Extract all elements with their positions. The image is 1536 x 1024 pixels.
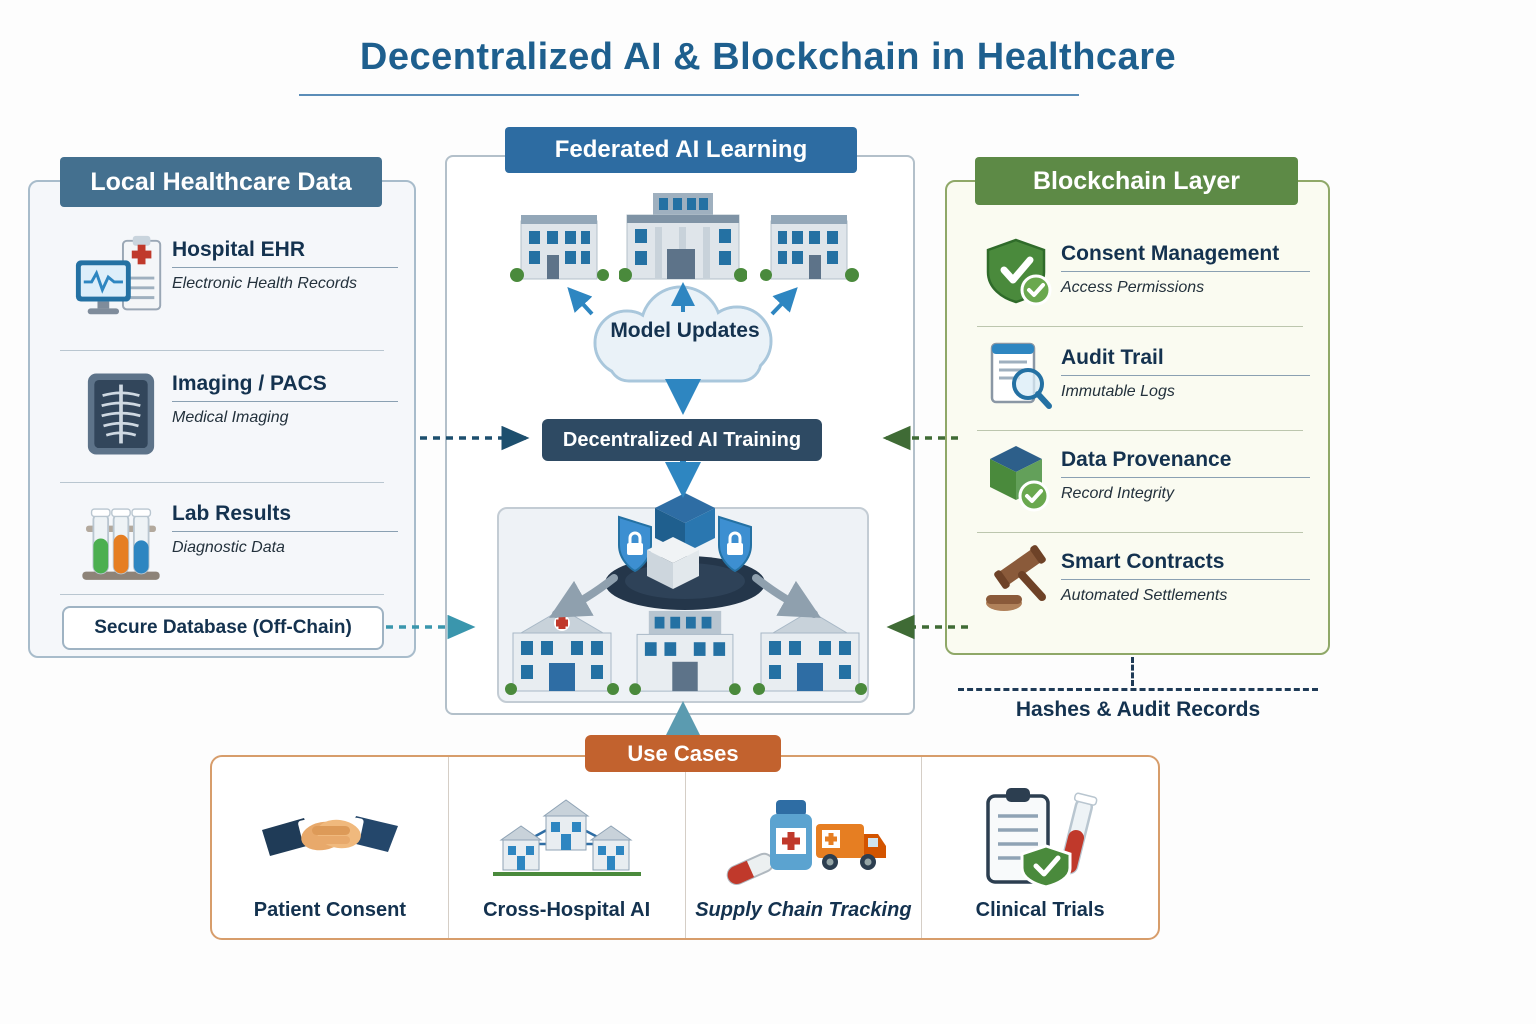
use-case-supply-chain: Supply Chain Tracking [686, 757, 923, 938]
shield-check-icon [977, 234, 1061, 312]
item-subtitle: Record Integrity [1061, 485, 1174, 502]
item-subtitle: Diagnostic Data [172, 539, 285, 556]
hospital-building-icon [753, 610, 867, 695]
local-data-header: Local Healthcare Data [60, 157, 382, 207]
use-case-patient-consent: Patient Consent [212, 757, 449, 938]
shield-lock-icon [618, 515, 652, 573]
item-subtitle: Electronic Health Records [172, 275, 357, 292]
list-item-lab-results: Lab Results Diagnostic Data [70, 494, 398, 594]
item-title: Smart Contracts [1061, 550, 1310, 580]
decentralized-training-banner: Decentralized AI Training [542, 419, 822, 461]
list-item-audit-trail: Audit Trail Immutable Logs [977, 338, 1310, 416]
handshake-icon [260, 783, 400, 893]
item-subtitle: Automated Settlements [1061, 587, 1228, 604]
item-subtitle: Medical Imaging [172, 409, 289, 426]
use-case-label: Clinical Trials [975, 899, 1105, 921]
provenance-cube-icon [977, 440, 1061, 518]
divider [977, 430, 1303, 431]
item-subtitle: Access Permissions [1061, 279, 1205, 296]
list-item-imaging-pacs: Imaging / PACS Medical Imaging [70, 364, 398, 464]
model-updates-cloud: Model Updates [565, 285, 805, 389]
hospital-building-icon [619, 193, 747, 282]
use-case-label: Supply Chain Tracking [695, 899, 912, 921]
blockchain-blocks-icon [605, 493, 765, 610]
hospital-building-icon [505, 608, 619, 695]
xray-imaging-icon [70, 364, 172, 464]
item-title: Hospital EHR [172, 238, 398, 268]
item-title: Consent Management [1061, 242, 1310, 272]
title-underline [299, 94, 1079, 96]
local-data-panel: Hospital EHR Electronic Health Records [28, 180, 416, 658]
hash-connector-hline [958, 688, 1318, 691]
use-case-clinical-trials: Clinical Trials [922, 757, 1158, 938]
use-case-label: Cross-Hospital AI [483, 899, 651, 921]
item-title: Lab Results [172, 502, 398, 532]
divider [977, 326, 1303, 327]
secure-database-label: Secure Database (Off-Chain) [62, 606, 384, 650]
divider [60, 350, 384, 351]
ehr-monitor-icon [70, 230, 172, 330]
hospital-building-icon [629, 610, 741, 696]
item-title: Data Provenance [1061, 448, 1310, 478]
item-title: Audit Trail [1061, 346, 1310, 376]
page-title: Decentralized AI & Blockchain in Healthc… [359, 36, 1177, 78]
list-item-smart-contracts: Smart Contracts Automated Settlements [977, 542, 1310, 620]
list-item-data-provenance: Data Provenance Record Integrity [977, 440, 1310, 518]
divider [60, 482, 384, 483]
white-cube-icon [647, 537, 699, 589]
hash-connector-vline [1131, 657, 1134, 686]
use-case-cross-hospital-ai: Cross-Hospital AI [449, 757, 686, 938]
hospital-building-icon [760, 215, 859, 282]
clinical-trials-icon [970, 783, 1110, 893]
lab-test-tubes-icon [70, 494, 172, 594]
blockchain-layer-panel: Consent Management Access Permissions Au… [945, 180, 1330, 655]
use-case-label: Patient Consent [253, 899, 406, 921]
divider [977, 532, 1303, 533]
shield-lock-icon [718, 515, 752, 573]
use-cases-header: Use Cases [585, 735, 781, 772]
item-subtitle: Immutable Logs [1061, 383, 1175, 400]
list-item-hospital-ehr: Hospital EHR Electronic Health Records [70, 230, 398, 330]
hashes-audit-note: Hashes & Audit Records [1015, 698, 1261, 721]
federated-learning-panel: Model Updates Decentralized AI Training [445, 155, 915, 715]
model-updates-label: Model Updates [610, 319, 760, 342]
federated-learning-header: Federated AI Learning [505, 127, 857, 173]
audit-document-icon [977, 338, 1061, 416]
blockchain-layer-header: Blockchain Layer [975, 157, 1298, 205]
item-title: Imaging / PACS [172, 372, 398, 402]
divider [60, 594, 384, 595]
supply-chain-icon [718, 783, 888, 893]
use-cases-panel: Patient Consent [210, 755, 1160, 940]
hospital-building-icon [510, 215, 609, 282]
hospital-network-icon [487, 783, 647, 893]
list-item-consent-management: Consent Management Access Permissions [977, 234, 1310, 312]
gavel-icon [977, 542, 1061, 620]
